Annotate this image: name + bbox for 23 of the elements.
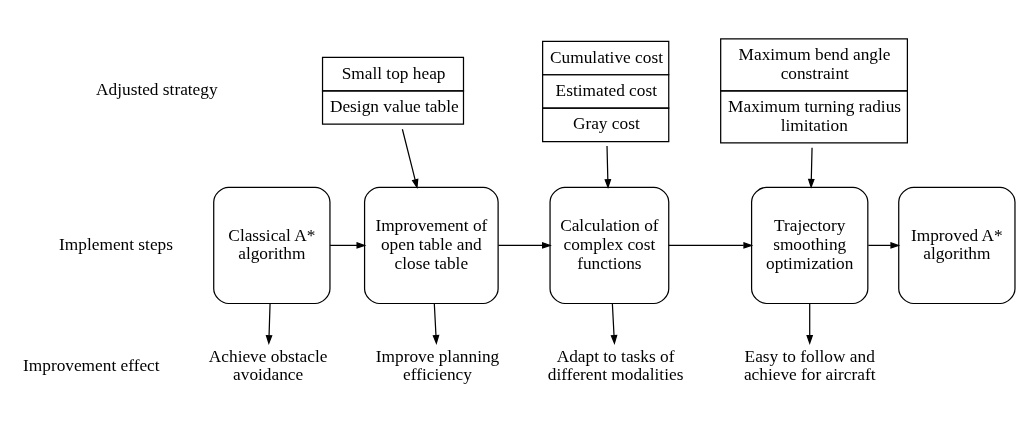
arrow — [432, 302, 439, 345]
arrow — [807, 147, 815, 189]
node-box: Calculation of complex cost functions — [548, 186, 669, 305]
arrow — [610, 302, 617, 345]
arrow — [805, 302, 813, 345]
label: Improvement effect — [22, 356, 160, 376]
node-text: Achieve obstacle avoidance — [208, 346, 327, 385]
node-box: Classical A* algorithm — [212, 186, 331, 305]
label: Adjusted strategy — [95, 80, 218, 100]
label: Implement steps — [58, 234, 173, 254]
arrow — [667, 241, 753, 249]
arrow — [867, 241, 900, 249]
arrow — [497, 241, 552, 249]
arrow — [401, 128, 418, 189]
node-box: Trajectory smoothing optimization — [750, 186, 868, 305]
arrow — [603, 145, 611, 190]
node-text: Improve planning efficiency — [375, 346, 499, 385]
node-box: Improved A* algorithm — [897, 186, 1016, 305]
node-text: Adapt to tasks of different modalities — [547, 346, 683, 385]
arrow — [329, 241, 366, 249]
arrow — [265, 302, 273, 345]
node-text: Easy to follow and achieve for aircraft — [743, 346, 875, 385]
node-box: Improvement of open table and close table — [363, 186, 499, 305]
